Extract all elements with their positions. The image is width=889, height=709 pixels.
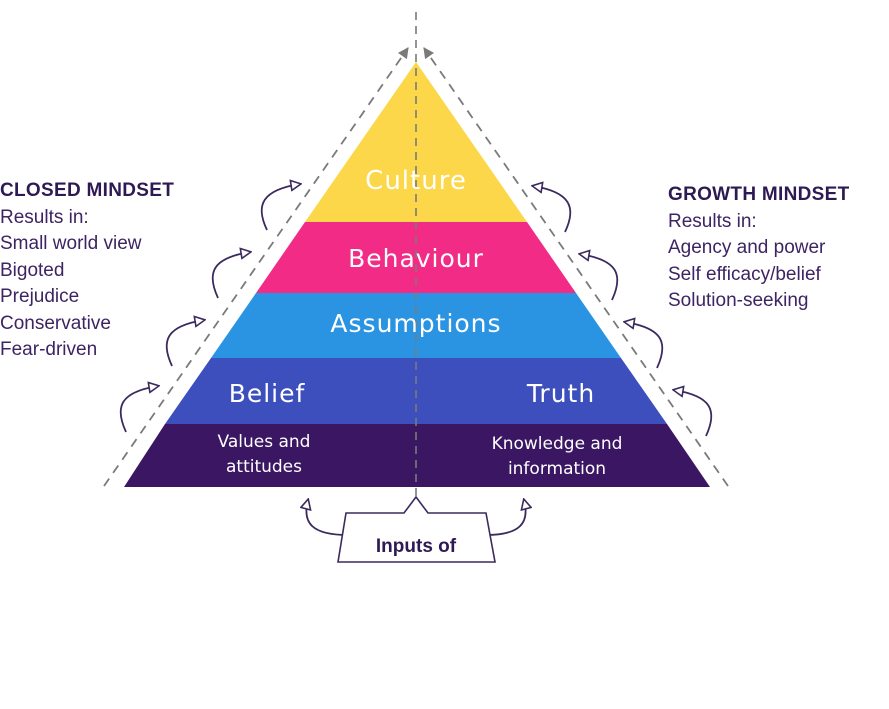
- closed-mindset-item: Fear-driven: [0, 339, 98, 360]
- growth-mindset-item: Solution-seeking: [668, 290, 809, 311]
- closed-mindset-item: Prejudice: [0, 286, 80, 307]
- closed-mindset-heading: CLOSED MINDSET: [0, 180, 175, 201]
- label-belief: Belief: [229, 379, 306, 408]
- right-curve-arrow-2: [580, 254, 619, 301]
- label-values-line1: Values and: [218, 432, 311, 452]
- layer-base: [124, 424, 710, 487]
- growth-mindset-heading: GROWTH MINDSET: [668, 184, 850, 205]
- label-assumptions: Assumptions: [330, 309, 501, 338]
- right-curve-arrow-3: [625, 322, 664, 369]
- inputs-label: Inputs of: [376, 536, 457, 557]
- left-curved-arrows: [119, 184, 300, 433]
- closed-mindset-panel: CLOSED MINDSET Results in: Small world v…: [0, 178, 174, 364]
- inputs-box: [337, 495, 496, 563]
- inputs-right-arrow: [485, 500, 526, 536]
- closed-mindset-item: Bigoted: [0, 259, 65, 281]
- label-truth: Truth: [526, 379, 595, 408]
- closed-mindset-intro: Results in:: [0, 206, 89, 228]
- right-dashed-arrow: [423, 47, 729, 487]
- inputs-left-arrow: [306, 500, 349, 536]
- right-curve-arrow-1: [533, 186, 572, 233]
- growth-mindset-panel: GROWTH MINDSET Results in: Agency and po…: [668, 182, 850, 315]
- label-culture: Culture: [365, 166, 467, 196]
- left-curve-arrow-1: [260, 184, 300, 231]
- label-knowledge-line1: Knowledge and: [492, 434, 623, 454]
- right-curve-arrow-4: [674, 390, 713, 437]
- right-curved-arrows: [533, 186, 713, 437]
- label-values-line2: attitudes: [226, 457, 302, 477]
- left-curve-arrow-4: [119, 386, 158, 433]
- closed-mindset-item: Conservative: [0, 312, 111, 334]
- label-knowledge-line2: information: [508, 459, 606, 479]
- left-dashed-arrow: [103, 47, 409, 487]
- inputs-arrows: [306, 500, 526, 536]
- left-curve-arrow-3: [165, 320, 204, 367]
- growth-mindset-intro: Results in:: [668, 210, 757, 232]
- closed-mindset-item: Small world view: [0, 233, 142, 254]
- growth-mindset-item: Agency and power: [668, 237, 826, 258]
- left-curve-arrow-2: [211, 252, 250, 299]
- label-behaviour: Behaviour: [348, 244, 484, 273]
- growth-mindset-item: Self efficacy/belief: [668, 263, 821, 285]
